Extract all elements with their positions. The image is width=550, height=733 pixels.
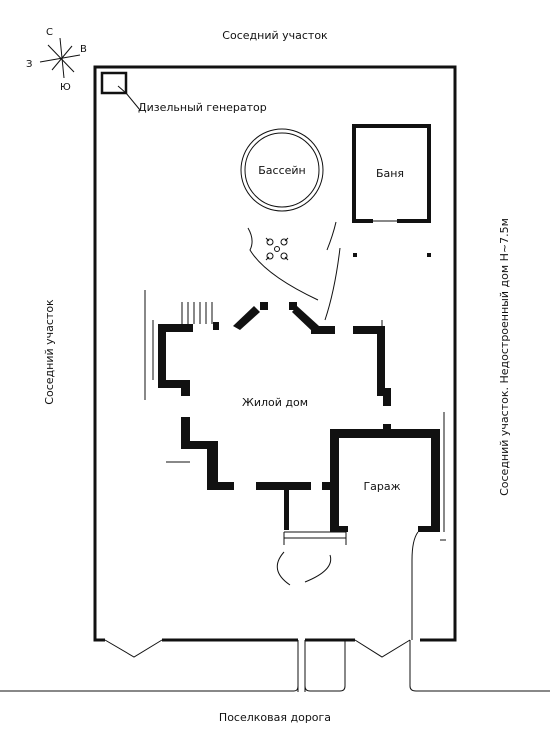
label-right-neighbor: Соседний участок. Недостроенный дом H~7.…	[498, 218, 511, 496]
flower-bed-icon	[265, 237, 289, 261]
label-pool: Бассейн	[258, 164, 306, 177]
compass: С В Ю З	[26, 27, 87, 93]
bath-house	[352, 124, 431, 257]
gates	[104, 639, 411, 692]
label-garage: Гараж	[363, 480, 400, 493]
garage-walls	[330, 429, 440, 532]
house-walls	[158, 302, 391, 490]
driveway	[411, 531, 446, 640]
label-left-neighbor: Соседний участок	[43, 299, 56, 405]
label-road: Поселковая дорога	[219, 711, 331, 724]
pool	[240, 128, 324, 212]
label-house: Жилой дом	[242, 396, 308, 409]
label-top-neighbor: Соседний участок	[222, 29, 328, 42]
diesel-generator	[100, 71, 141, 111]
plot-boundary	[93, 65, 457, 642]
compass-south: Ю	[60, 82, 71, 93]
label-bath: Баня	[376, 167, 404, 180]
entrance-porch	[276, 490, 347, 586]
compass-north: С	[46, 27, 53, 38]
porch-steps	[181, 302, 213, 324]
road	[0, 640, 550, 692]
label-generator: Дизельный генератор	[138, 101, 267, 114]
compass-east: В	[80, 44, 87, 55]
compass-west: З	[26, 59, 32, 70]
